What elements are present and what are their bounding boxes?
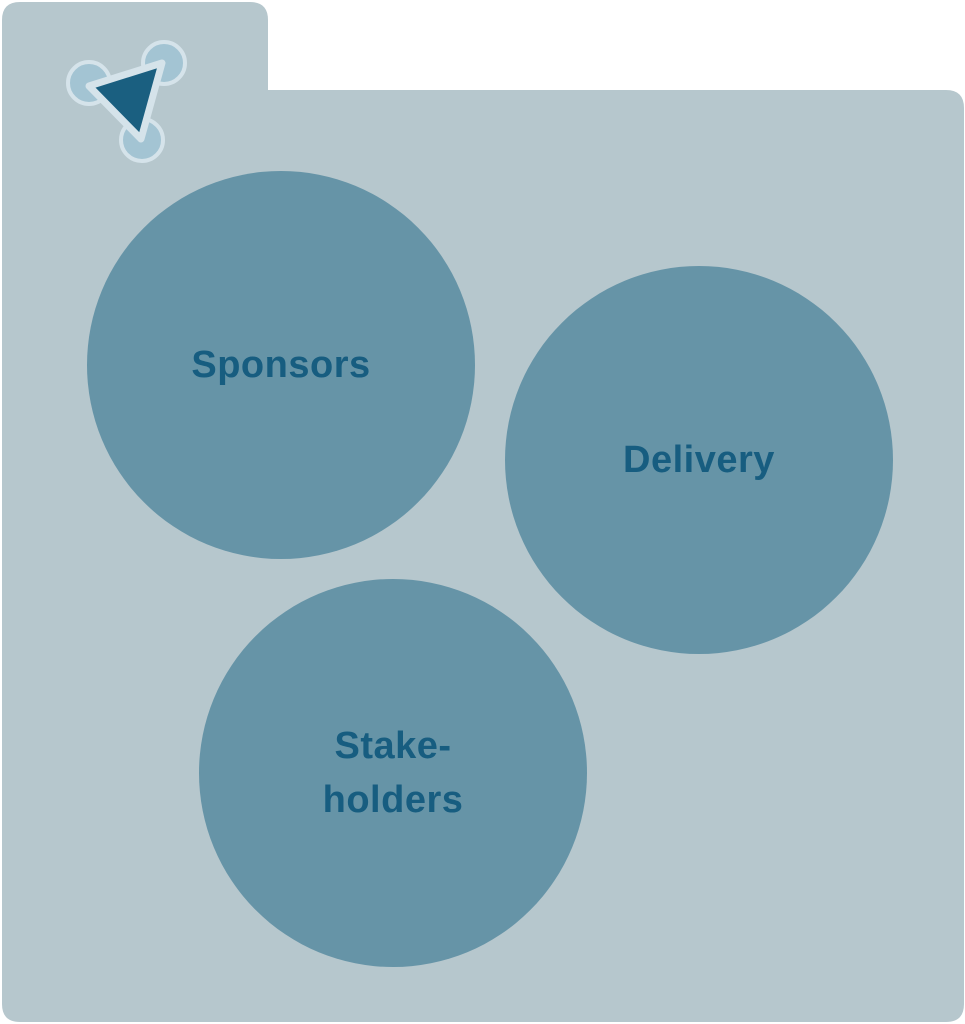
sponsors-label: Sponsors xyxy=(191,344,371,386)
triangle-network-icon xyxy=(66,40,187,163)
sponsors-circle: Sponsors xyxy=(87,171,475,559)
logo-triangle xyxy=(85,59,166,143)
stakeholders-circle: Stake- holders xyxy=(199,579,587,967)
delivery-label: Delivery xyxy=(623,439,775,481)
delivery-circle: Delivery xyxy=(505,266,893,654)
stakeholders-label: Stake- holders xyxy=(322,725,464,821)
